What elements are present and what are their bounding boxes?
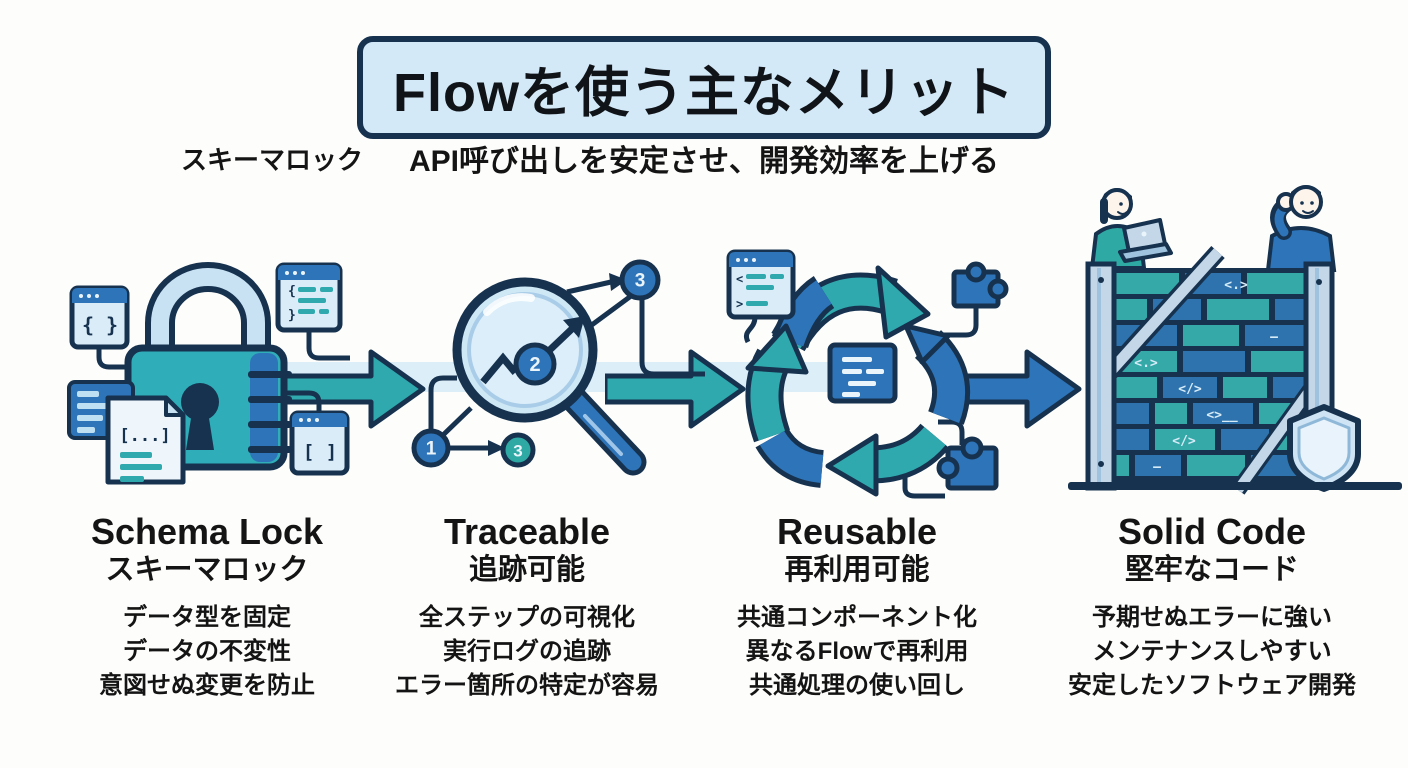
padlock-icon: { } { } (67, 262, 350, 485)
benefit-solid-code: Solid Code 堅牢なコード 予期せぬエラーに強い メンテナンスしやすい … (1042, 512, 1382, 703)
page-subtitle: API呼び出しを安定させ、開発効率を上げる (408, 145, 1000, 178)
magnifier-trace-icon: 1 2 3 3 (411, 259, 705, 476)
svg-text:—: — (1270, 330, 1278, 345)
svg-text:<.>: <.> (1134, 356, 1158, 371)
svg-text:</>: </> (1172, 434, 1196, 449)
svg-text:<: < (736, 272, 743, 286)
benefit-point: 共通処理の使い回し (749, 672, 965, 699)
wall-code-glyphs: <.> — <.> </> <>__ </> — (1134, 278, 1278, 475)
trace-node-1: 1 (411, 428, 451, 468)
benefit-point: メンテナンスしやすい (1092, 638, 1332, 665)
connector-lines (96, 330, 350, 413)
steel-beam-left-icon (1085, 261, 1117, 491)
benefit-title-ja: 堅牢なコード (1124, 554, 1299, 586)
benefit-point: 安定したソフトウェア開発 (1068, 672, 1356, 699)
benefit-points: 共通コンポーネント化 異なるFlowで再利用 共通処理の使い回し (687, 601, 1027, 703)
svg-text:1: 1 (426, 439, 437, 460)
svg-text:{: { (288, 284, 296, 299)
benefit-title-en: Traceable (443, 511, 611, 552)
benefit-point: 共通コンポーネント化 (737, 604, 977, 631)
benefit-point: 意図せぬ変更を防止 (99, 672, 315, 699)
svg-text:3: 3 (513, 442, 522, 461)
benefit-point: データ型を固定 (123, 604, 291, 631)
benefit-title-en: Reusable (776, 511, 938, 552)
svg-text:3: 3 (635, 271, 646, 292)
trace-node-3-teal: 3 (500, 432, 536, 468)
code-window-snippet-icon: < > (726, 249, 796, 320)
benefit-point: データの不変性 (123, 638, 291, 665)
svg-text:<.>: <.> (1224, 278, 1248, 293)
svg-text:>: > (736, 297, 743, 311)
ground-line (1068, 482, 1402, 490)
benefit-title-en: Solid Code (1118, 511, 1306, 552)
page-title-box: Flowを使う主なメリット (357, 36, 1051, 139)
svg-text:<>__: <>__ (1206, 408, 1237, 423)
svg-text:}: } (288, 308, 296, 323)
recycle-puzzle-icon: < > (726, 249, 1009, 499)
benefit-points: データ型を固定 データの不変性 意図せぬ変更を防止 (37, 601, 377, 703)
component-card-icon (827, 342, 898, 404)
page-title: Flowを使う主なメリット (393, 63, 1015, 123)
benefit-points: 全ステップの可視化 実行ログの追跡 エラー箇所の特定が容易 (357, 601, 697, 703)
shield-icon (1287, 404, 1361, 492)
svg-text:</>: </> (1178, 382, 1202, 397)
puzzle-piece-top-icon (951, 261, 1009, 309)
puzzle-piece-bottom-icon (936, 436, 999, 491)
svg-text:2: 2 (529, 354, 540, 376)
flow-arrow-1-icon (285, 349, 426, 429)
schema-document-icon: [...] (105, 395, 186, 485)
benefit-point: 予期せぬエラーに強い (1092, 604, 1332, 631)
trace-node-2: 2 (513, 342, 557, 386)
svg-text:[...]: [...] (119, 426, 170, 446)
developer-woman-icon (1089, 187, 1173, 270)
lock-notches (248, 371, 292, 453)
benefit-reusable: Reusable 再利用可能 共通コンポーネント化 異なるFlowで再利用 共通… (687, 512, 1027, 703)
support-beam-diagonal-icon (1103, 245, 1319, 495)
benefit-schema-lock: Schema Lock スキーマロック データ型を固定 データの不変性 意図せぬ… (37, 512, 377, 703)
benefit-title-ja: スキーマロック (105, 554, 309, 586)
code-window-braces-icon: { } (69, 285, 130, 350)
side-label: スキーマロック (181, 145, 364, 175)
benefit-title-ja: 追跡可能 (468, 554, 585, 586)
trace-node-3-blue: 3 (619, 259, 661, 301)
benefit-point: 実行ログの追跡 (443, 638, 611, 665)
magnifier-handle (559, 384, 647, 476)
benefit-point: エラー箇所の特定が容易 (395, 672, 659, 699)
keyhole-icon (181, 383, 219, 421)
connector-lines (744, 308, 979, 499)
benefit-title-ja: 再利用可能 (784, 554, 930, 586)
code-wall-icon: <.> — <.> </> <>__ </> — (1068, 185, 1402, 495)
recycle-arrows-icon (745, 265, 971, 497)
code-window-brackets-icon: [ ] (289, 410, 350, 476)
benefit-title-en: Schema Lock (90, 511, 324, 552)
benefit-traceable: Traceable 追跡可能 全ステップの可視化 実行ログの追跡 エラー箇所の特… (357, 512, 697, 703)
benefit-points: 予期せぬエラーに強い メンテナンスしやすい 安定したソフトウェア開発 (1042, 601, 1382, 703)
svg-text:—: — (1153, 460, 1161, 475)
code-window-snippet-icon: { } (275, 262, 343, 333)
benefit-point: 全ステップの可視化 (419, 604, 635, 631)
svg-text:{ }: { } (82, 313, 118, 337)
svg-text:[ ]: [ ] (303, 441, 337, 463)
benefit-point: 異なるFlowで再利用 (745, 638, 969, 665)
developer-man-icon (1265, 185, 1337, 272)
